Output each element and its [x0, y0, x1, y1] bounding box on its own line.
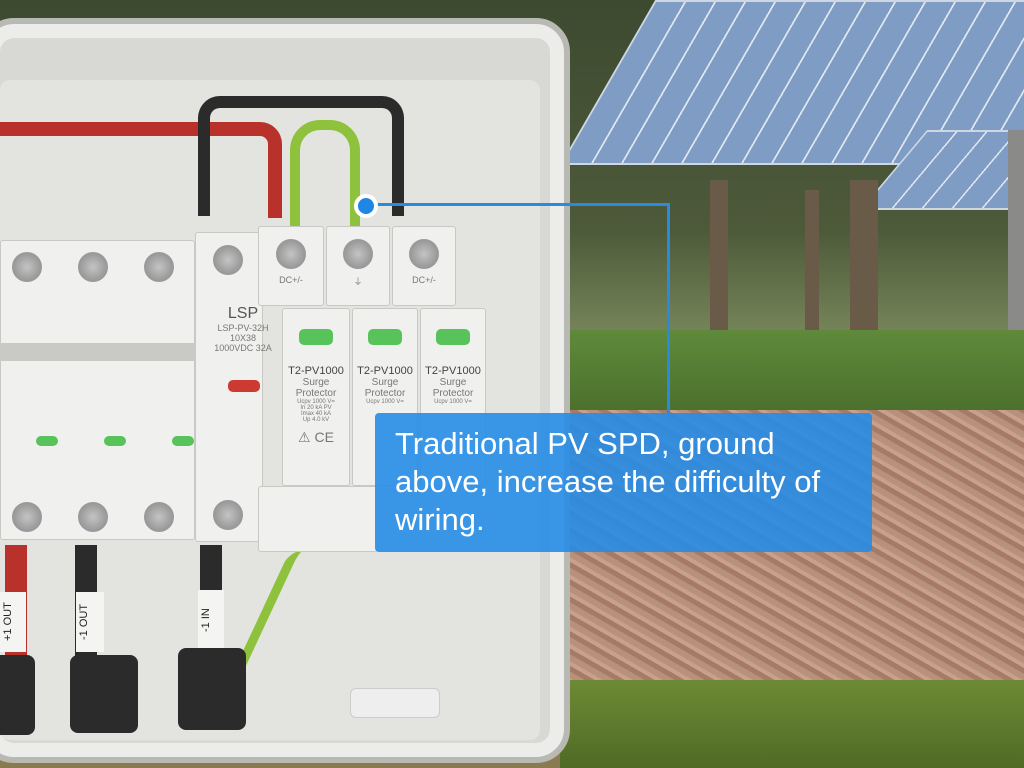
black-wire [198, 96, 404, 216]
indicator [104, 436, 126, 446]
screw [144, 252, 174, 282]
indicator [172, 436, 194, 446]
cable-tag: +1 OUT [0, 592, 26, 652]
spd-base [258, 486, 378, 552]
indicator [36, 436, 58, 446]
tree-trunk [850, 180, 878, 330]
front-grass [560, 680, 1024, 768]
spd-module: T2-PV1000 Surge Protector Ucpv 1000 V= I… [282, 308, 350, 486]
grass [560, 330, 1024, 420]
cable-gland [178, 648, 246, 730]
callout-leader-line [667, 203, 670, 415]
screw [12, 502, 42, 532]
cable-gland [70, 655, 138, 733]
callout-box: Traditional PV SPD, ground above, increa… [375, 413, 872, 552]
isolator-indicator [228, 380, 260, 392]
screw [213, 500, 243, 530]
screw [144, 502, 174, 532]
terminal-block-ground: ⏚ [326, 226, 390, 306]
cable-tag: -1 IN [198, 590, 224, 650]
ce-mark: ⚠ CE [298, 429, 334, 445]
terminal-block: DC+/- [258, 226, 324, 306]
ground-wire [290, 120, 360, 230]
callout-marker[interactable] [354, 194, 378, 218]
cable-gland [0, 655, 35, 735]
tree-trunk [805, 190, 819, 330]
isolator-label: LSP LSP-PV-32H 10X38 1000VDC 32A [205, 305, 281, 353]
tree-trunk [710, 180, 728, 330]
circuit-breaker [0, 240, 195, 540]
cable-tag: -1 OUT [76, 592, 104, 652]
red-wire [0, 122, 282, 218]
terminal-block: DC+/- [392, 226, 456, 306]
screw [78, 252, 108, 282]
brand-logo: LSP [227, 305, 259, 322]
din-rail [0, 343, 210, 361]
callout-text: Traditional PV SPD, ground above, increa… [395, 426, 821, 537]
screw [213, 245, 243, 275]
screw [12, 252, 42, 282]
callout-leader-line [372, 203, 670, 206]
ground-gland [350, 688, 440, 718]
screw [78, 502, 108, 532]
